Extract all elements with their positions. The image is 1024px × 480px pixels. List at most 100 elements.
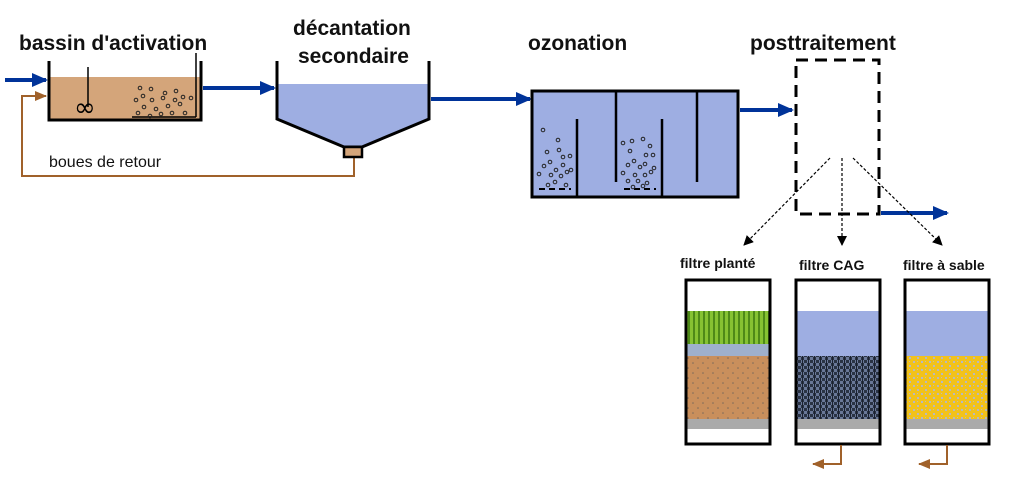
mixer-icon: ∞: [74, 93, 96, 123]
gravel-layer: [906, 419, 988, 429]
bubble: [172, 97, 178, 103]
bubble: [135, 110, 141, 116]
activated-carbon-layer: [797, 356, 879, 419]
ozonation-water: [530, 89, 740, 199]
bubble: [643, 152, 649, 158]
bubble: [149, 97, 155, 103]
activation-label: bassin d'activation: [19, 32, 207, 55]
branch-arrow-sand: [852, 157, 943, 246]
bubble: [173, 88, 179, 94]
bubble: [640, 136, 646, 142]
bubble: [552, 179, 558, 185]
bubble: [133, 97, 139, 103]
filter-gac-frame: [794, 278, 882, 446]
bubble: [640, 183, 646, 189]
bubble: [635, 178, 641, 184]
bubble: [177, 101, 183, 107]
bubble: [540, 127, 546, 133]
water-layer: [906, 311, 988, 356]
filter-gac-drain-arrow: [812, 445, 842, 469]
bubble: [567, 153, 573, 159]
bubble: [165, 103, 171, 109]
bubble: [188, 95, 194, 101]
bubble: [558, 173, 564, 179]
ozone-bubbles: [536, 127, 657, 190]
sand-layer: [906, 356, 988, 419]
bubble: [560, 154, 566, 160]
bubble: [564, 169, 570, 175]
clarifier-water: [277, 84, 429, 147]
water-layer: [687, 344, 769, 356]
decantation-label-line2: secondaire: [298, 45, 409, 68]
ozonation-label: ozonation: [528, 32, 627, 55]
filter-sand-frame: [903, 278, 991, 446]
bubble: [160, 95, 166, 101]
bubble: [541, 163, 547, 169]
bubble: [620, 170, 626, 176]
bubble: [651, 165, 657, 171]
water-layer: [797, 311, 879, 356]
filter-planted: [684, 278, 772, 446]
bubble: [180, 94, 186, 100]
filter-sand-drain-arrow: [918, 445, 948, 469]
activation-basin: ∞: [47, 53, 203, 123]
bubble: [627, 148, 633, 154]
activation-basin-wall: [47, 61, 203, 122]
return-sludge-label: boues de retour: [49, 154, 162, 171]
filter-sand-label: filtre à sable: [903, 257, 985, 273]
bubble: [630, 184, 636, 190]
soil-layer: [687, 356, 769, 419]
bubble: [648, 169, 654, 175]
bubble: [644, 180, 650, 186]
bubble: [637, 164, 643, 170]
bubble: [536, 171, 542, 177]
bubble: [620, 140, 626, 146]
bubble: [647, 143, 653, 149]
ozonation-reactor: [530, 89, 740, 199]
gravel-layer: [797, 419, 879, 429]
bubble: [148, 86, 154, 92]
filter-planted-label: filtre planté: [680, 255, 756, 271]
bubble: [629, 138, 635, 144]
bubble: [548, 172, 554, 178]
bubble: [553, 167, 559, 173]
bubble: [560, 162, 566, 168]
filter-planted-frame: [684, 278, 772, 446]
activation-sludge: [49, 77, 201, 120]
bubble: [545, 182, 551, 188]
bubble: [153, 106, 159, 112]
bubble: [650, 152, 656, 158]
posttraitement-label: posttraitement: [750, 32, 896, 55]
bubble: [137, 85, 143, 91]
bubble: [563, 182, 569, 188]
bubble: [547, 159, 553, 165]
bubble: [642, 172, 648, 178]
return-sludge-line: [21, 91, 355, 177]
plants-layer: [687, 311, 769, 344]
bubble: [556, 147, 562, 153]
filter-sand: [903, 278, 991, 446]
bubble: [625, 162, 631, 168]
bubble: [147, 113, 153, 119]
bubble: [158, 111, 164, 117]
bubble: [182, 110, 188, 116]
bubble: [140, 93, 146, 99]
bubble: [568, 167, 574, 173]
bubble: [631, 158, 637, 164]
bubble: [642, 161, 648, 167]
clarifier-sludge-outlet: [342, 145, 364, 159]
filter-gac-label: filtre CAG: [799, 257, 864, 273]
bubble: [141, 104, 147, 110]
gravel-layer: [687, 419, 769, 429]
bubble: [632, 172, 638, 178]
branch-arrow-planted: [743, 157, 831, 246]
bubble: [162, 90, 168, 96]
activation-bubbles: [133, 85, 194, 119]
decantation-label-line1: décantation: [293, 17, 411, 40]
bubble: [625, 178, 631, 184]
bubble: [555, 137, 561, 143]
bubble: [544, 149, 550, 155]
bubble: [169, 110, 175, 116]
filter-gac: [794, 278, 882, 446]
